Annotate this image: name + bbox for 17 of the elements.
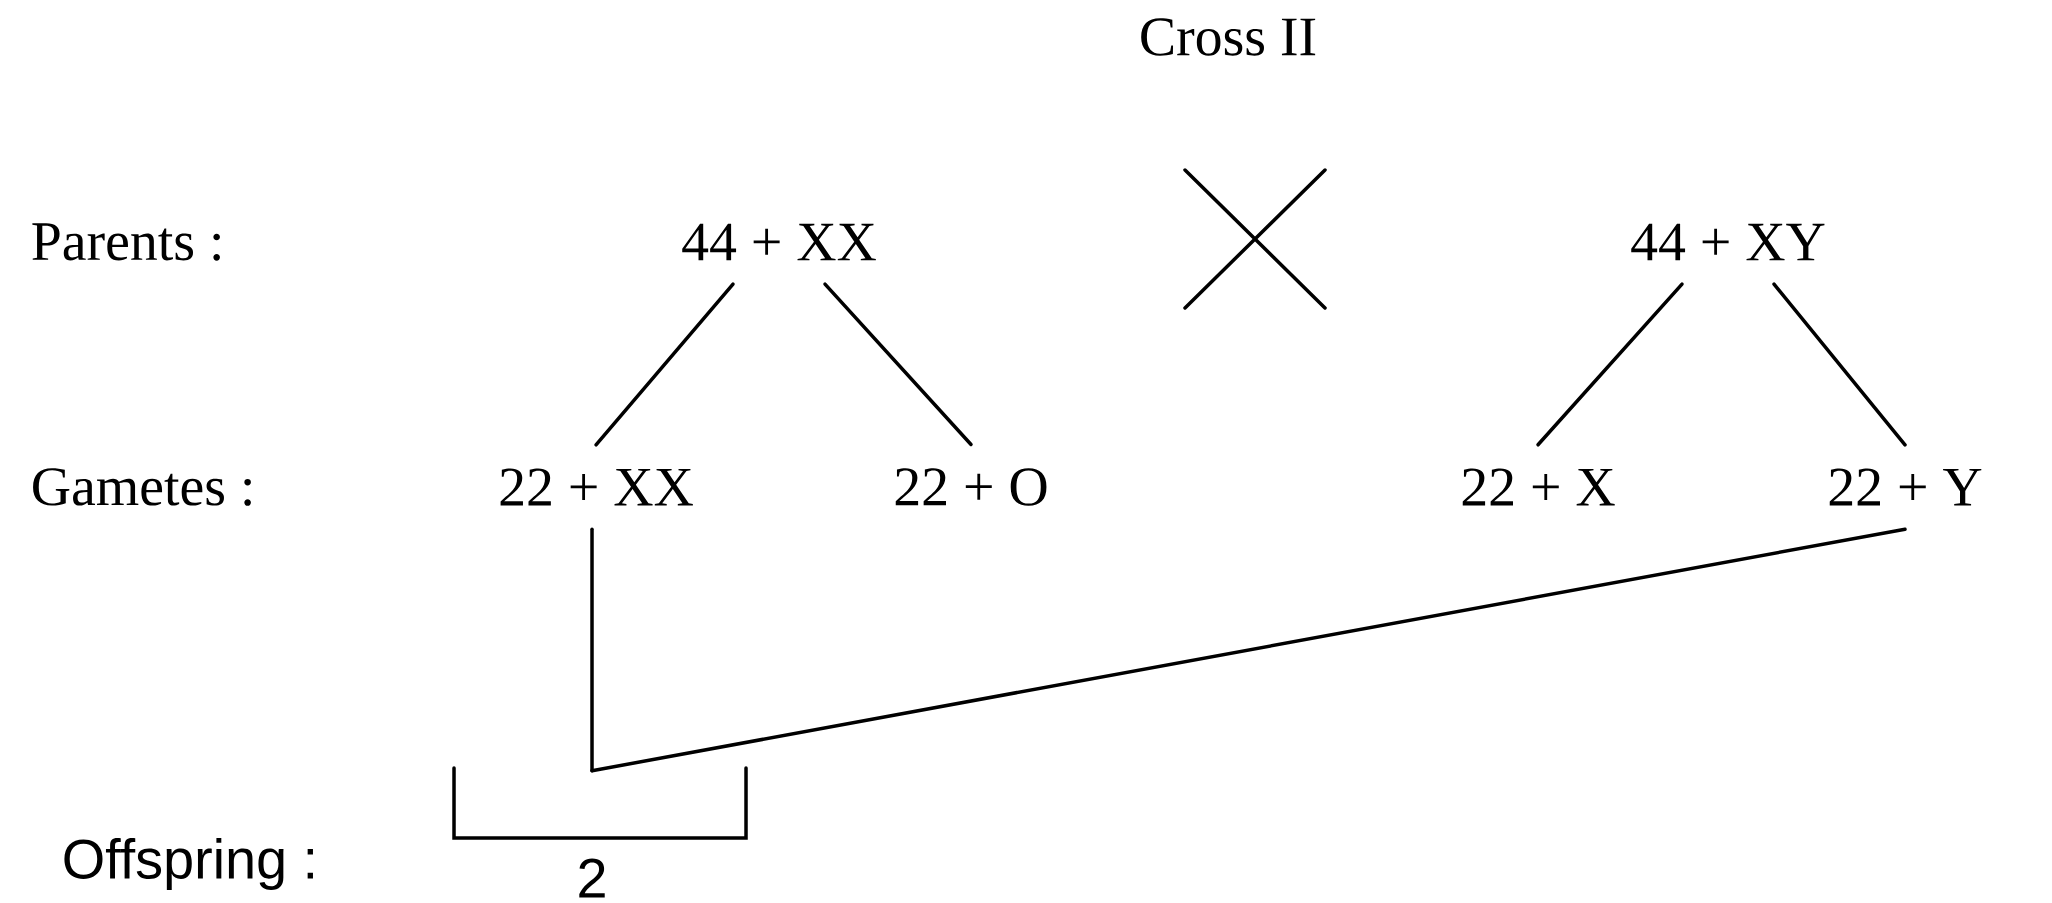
offspring-bracket: 2	[452, 766, 748, 898]
connector-line	[1772, 282, 1907, 447]
connector-line	[1536, 282, 1684, 447]
genotype-label: 22 + Y	[1829, 468, 1982, 506]
row-label: Offspring :	[64, 838, 313, 890]
connector-line	[590, 527, 1907, 773]
connector-line	[823, 282, 973, 447]
genotype-label: 22 + XX	[500, 468, 693, 506]
genotype-label: 22 + X	[1462, 468, 1615, 506]
genotype-label: 44 + XX	[682, 223, 876, 261]
genotype-label: 22 + O	[895, 468, 1047, 506]
row-label: Gametes :	[33, 468, 251, 506]
title: Cross II	[1141, 18, 1316, 56]
row-label: Parents :	[32, 223, 220, 261]
genotype-label: 44 + XY	[1631, 223, 1825, 261]
connector-line	[594, 282, 735, 447]
connector-line	[590, 527, 594, 773]
